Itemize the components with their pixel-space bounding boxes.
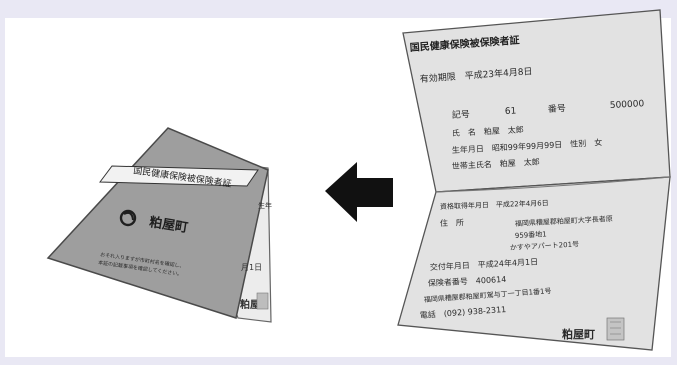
open-card-kigo-value: 61 <box>505 106 517 117</box>
open-card-bango-value: 500000 <box>610 99 645 111</box>
open-card-seal-text: 粕屋町 <box>562 327 595 341</box>
open-card-address-label: 住 所 <box>440 217 464 228</box>
open-card-kigo-label: 記号 <box>452 108 471 121</box>
folded-card-side-text-1: 生年 <box>258 201 272 210</box>
arrow-left-icon <box>325 162 393 222</box>
folded-card-stamp <box>257 293 268 309</box>
folded-card: 国民健康保険被保険者証 粕屋町 おそれ入りますが市町村名を確認し、 本証の記載事… <box>48 128 272 322</box>
open-card-stamp <box>607 318 624 340</box>
folded-card-side-text-2: 月1日 <box>241 263 262 272</box>
open-card: 国民健康保険被保険者証 有効期限 平成23年4月8日 記号 61 番号 5000… <box>398 10 670 350</box>
open-card-address-2: 959番地1 <box>515 229 547 240</box>
open-card-bango-label: 番号 <box>548 102 567 115</box>
